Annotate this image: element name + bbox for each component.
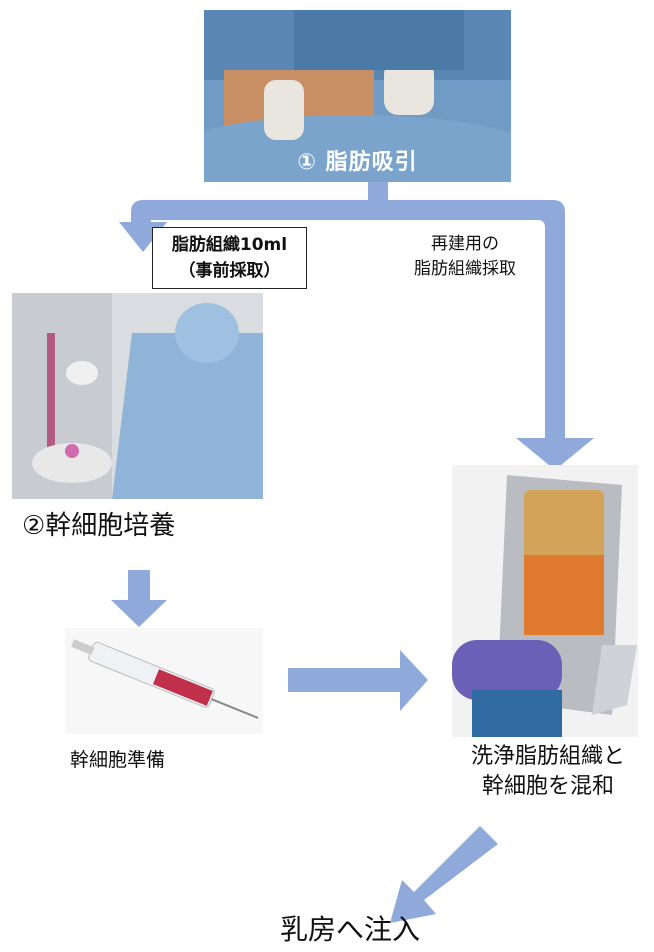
- mix-line2: 幹細胞を混和: [481, 774, 614, 799]
- lab-image: [12, 293, 263, 499]
- diagonal-arrow: [390, 826, 498, 923]
- syringe-image: [65, 628, 263, 734]
- liposuction-label: ① 脂肪吸引: [297, 150, 418, 175]
- pre-harvest-line1: 脂肪組織10ml: [171, 235, 288, 255]
- culture-label: ②幹細胞培養: [22, 511, 176, 541]
- culture-photo: [12, 293, 263, 499]
- prep-label: 幹細胞準備: [70, 749, 166, 771]
- reconstruction-harvest-line2: 脂肪組織採取: [414, 259, 516, 279]
- down-arrow: [111, 570, 167, 627]
- split-arrow-body: [119, 182, 594, 470]
- right-arrow: [288, 650, 428, 711]
- pre-harvest-box: 脂肪組織10ml （事前採取）: [152, 227, 307, 289]
- liposuction-photo: ① 脂肪吸引: [204, 10, 511, 182]
- fat-bag-image: [452, 465, 638, 737]
- mixing-photo: [452, 465, 638, 737]
- mix-line1: 洗浄脂肪組織と: [470, 744, 625, 769]
- inject-label: 乳房へ注入: [279, 913, 420, 946]
- reconstruction-harvest-line1: 再建用の: [431, 234, 499, 254]
- pre-harvest-line2: （事前採取）: [178, 261, 281, 281]
- syringe-photo: [65, 628, 263, 734]
- surgery-image: [204, 10, 511, 182]
